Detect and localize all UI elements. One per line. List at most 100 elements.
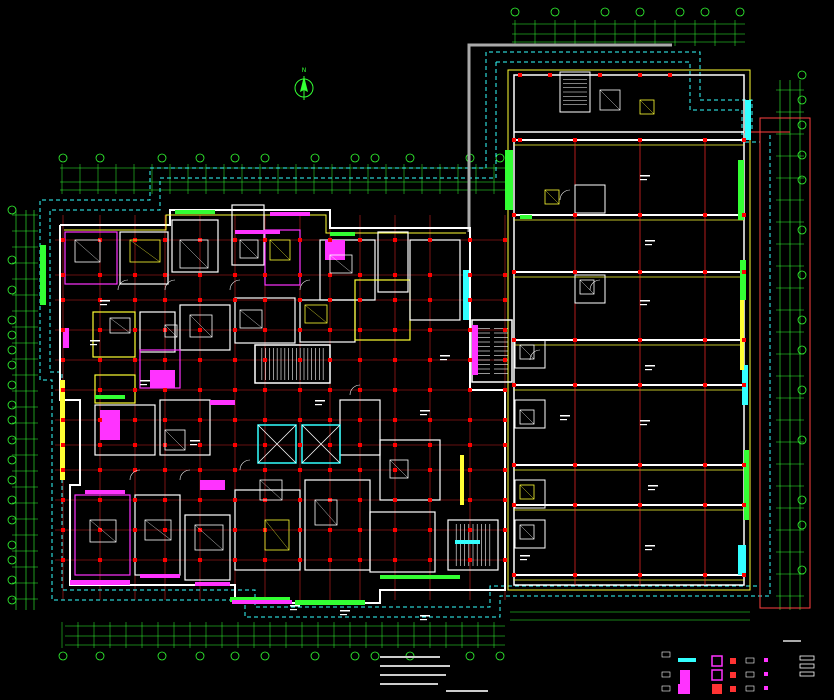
column-mark: [298, 558, 302, 562]
accent-wall: [95, 395, 125, 399]
door-swing: [349, 384, 361, 396]
column-mark: [468, 468, 472, 472]
column-mark: [61, 498, 65, 502]
column-mark: [133, 298, 137, 302]
axis-bubble-icon: [600, 7, 610, 17]
column-mark: [503, 388, 507, 392]
column-mark: [638, 383, 642, 387]
column-mark: [198, 328, 202, 332]
fixture-diagonal: [74, 239, 101, 263]
fixture: [194, 524, 224, 551]
column-mark: [358, 273, 362, 277]
accent-wall: [455, 540, 480, 544]
column-mark: [393, 498, 397, 502]
accent-wall: [100, 410, 120, 440]
column-mark: [298, 238, 302, 242]
column-mark: [703, 213, 707, 217]
column-mark: [233, 418, 237, 422]
column-mark: [742, 138, 746, 142]
column-mark: [703, 270, 707, 274]
column-mark: [393, 238, 397, 242]
axis-bubble-icon: [7, 435, 17, 445]
accent-wall: [380, 575, 460, 579]
column-mark: [703, 573, 707, 577]
column-mark: [198, 298, 202, 302]
fixture-diagonal: [389, 459, 409, 479]
column-mark: [428, 388, 432, 392]
column-mark: [263, 418, 267, 422]
column-mark: [638, 73, 642, 77]
column-mark: [468, 238, 472, 242]
axis-bubble-icon: [7, 495, 17, 505]
axis-bubble-icon: [495, 651, 505, 661]
fixture: [74, 239, 101, 263]
column-mark: [358, 528, 362, 532]
column-mark: [328, 388, 332, 392]
column-mark: [573, 213, 577, 217]
column-mark: [468, 358, 472, 362]
column-mark: [163, 358, 167, 362]
annotation-mark: [560, 415, 570, 417]
annotation-mark: [190, 440, 200, 442]
column-mark: [61, 388, 65, 392]
fixture: [544, 189, 560, 205]
column-mark: [198, 558, 202, 562]
axis-bubble-icon: [797, 495, 807, 505]
fixture-diagonal: [239, 309, 263, 329]
legend-block: [661, 640, 815, 694]
column-mark: [298, 468, 302, 472]
annotation-mark: [315, 404, 322, 406]
column-mark: [198, 468, 202, 472]
fixture: [304, 304, 328, 324]
axis-bubble-icon: [797, 520, 807, 530]
column-mark: [98, 418, 102, 422]
column-mark: [133, 328, 137, 332]
bay-toilet-block: [514, 339, 546, 369]
door-swing: [589, 279, 601, 291]
bay-toilet-block: [574, 184, 606, 214]
axis-bubble-icon: [797, 270, 807, 280]
column-mark: [393, 468, 397, 472]
annotation-mark: [520, 559, 527, 561]
axis-bubble-icon: [7, 455, 17, 465]
annotation-mark: [315, 400, 325, 402]
column-mark: [298, 498, 302, 502]
column-mark: [638, 503, 642, 507]
column-mark: [263, 558, 267, 562]
column-mark: [358, 328, 362, 332]
accent-wall: [270, 212, 310, 216]
axis-bubble-icon: [58, 651, 68, 661]
annotation-mark: [290, 605, 300, 607]
column-mark: [233, 358, 237, 362]
axis-bubble-icon: [58, 153, 68, 163]
axis-bubble-icon: [7, 555, 17, 565]
column-mark: [638, 338, 642, 342]
column-mark: [61, 443, 65, 447]
accent-wall: [200, 480, 225, 490]
axis-bubble-icon: [7, 415, 17, 425]
column-mark: [503, 328, 507, 332]
column-mark: [638, 138, 642, 142]
column-mark: [573, 503, 577, 507]
column-mark: [703, 138, 707, 142]
column-mark: [163, 273, 167, 277]
annotation-marks: [90, 175, 658, 621]
annotation-mark: [420, 410, 430, 412]
axis-bubble-icon: [550, 7, 560, 17]
bay-toilet-block: [514, 519, 546, 549]
annotation-mark: [520, 555, 530, 557]
fixture-diagonal: [579, 279, 595, 295]
fixtures-furniture: [74, 89, 655, 551]
axis-bubble-icon: [797, 120, 807, 130]
column-mark: [503, 298, 507, 302]
bay-toilet-block: [514, 399, 546, 429]
accent-wall: [505, 150, 513, 210]
door-swing: [239, 459, 251, 471]
fixture: [329, 254, 353, 274]
fixture-diagonal: [519, 484, 535, 500]
column-mark: [428, 298, 432, 302]
column-mark: [358, 358, 362, 362]
axis-bubble-icon: [230, 153, 240, 163]
column-mark: [298, 418, 302, 422]
column-mark: [133, 443, 137, 447]
